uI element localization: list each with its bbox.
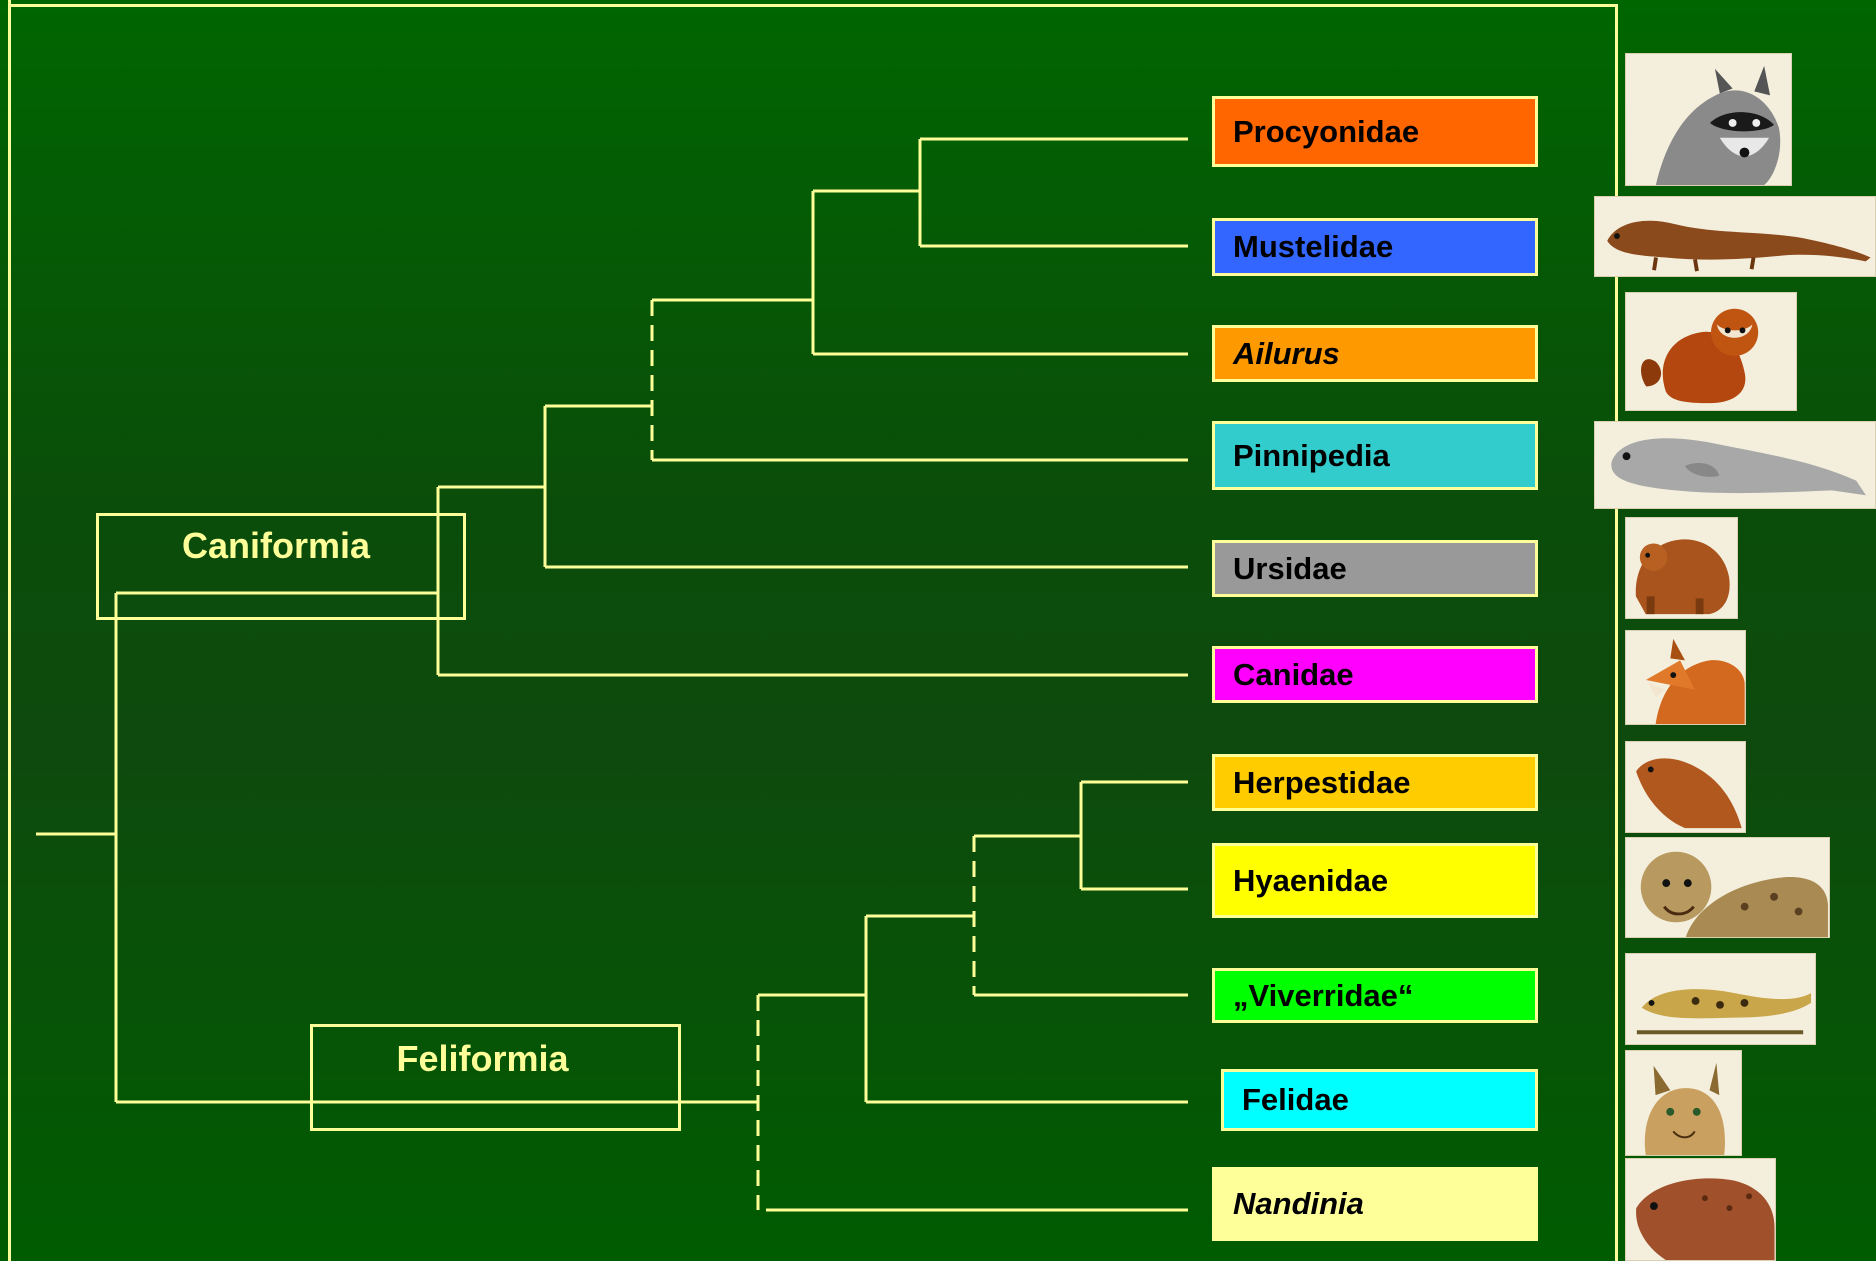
frame-left-border [8,0,11,1261]
seal-illustration [1594,421,1876,509]
red-panda-illustration [1625,292,1797,411]
taxon-hyaenidae: Hyaenidae [1212,843,1538,918]
taxon-mustelidae: Mustelidae [1212,218,1538,276]
palm-civet-illustration [1625,1158,1776,1261]
fox-illustration [1625,630,1746,725]
taxon-pinnipedia: Pinnipedia [1212,421,1538,490]
bear-illustration [1625,517,1738,619]
taxon-nandinia: Nandinia [1212,1167,1538,1241]
lynx-illustration [1625,1050,1742,1156]
feliformia-box [310,1024,681,1131]
taxon-canidae: Canidae [1212,646,1538,703]
genet-illustration [1625,953,1816,1045]
otter-illustration [1594,196,1876,277]
taxon-ursidae: Ursidae [1212,540,1538,597]
frame-right-border [1615,4,1618,1261]
taxon-felidae: Felidae [1221,1069,1538,1131]
taxon-ailurus: Ailurus [1212,325,1538,382]
frame-top-border [8,4,1618,7]
caniformia-label: Caniformia [181,525,371,566]
taxon-viverridae: „Viverridae“ [1212,968,1538,1023]
hyena-illustration [1625,837,1830,938]
mongoose-illustration [1625,741,1746,833]
raccoon-illustration [1625,53,1792,186]
taxon-herpestidae: Herpestidae [1212,754,1538,811]
caniformia-box [96,513,466,620]
feliformia-label: Feliformia [396,1038,569,1079]
taxon-procyonidae: Procyonidae [1212,96,1538,167]
